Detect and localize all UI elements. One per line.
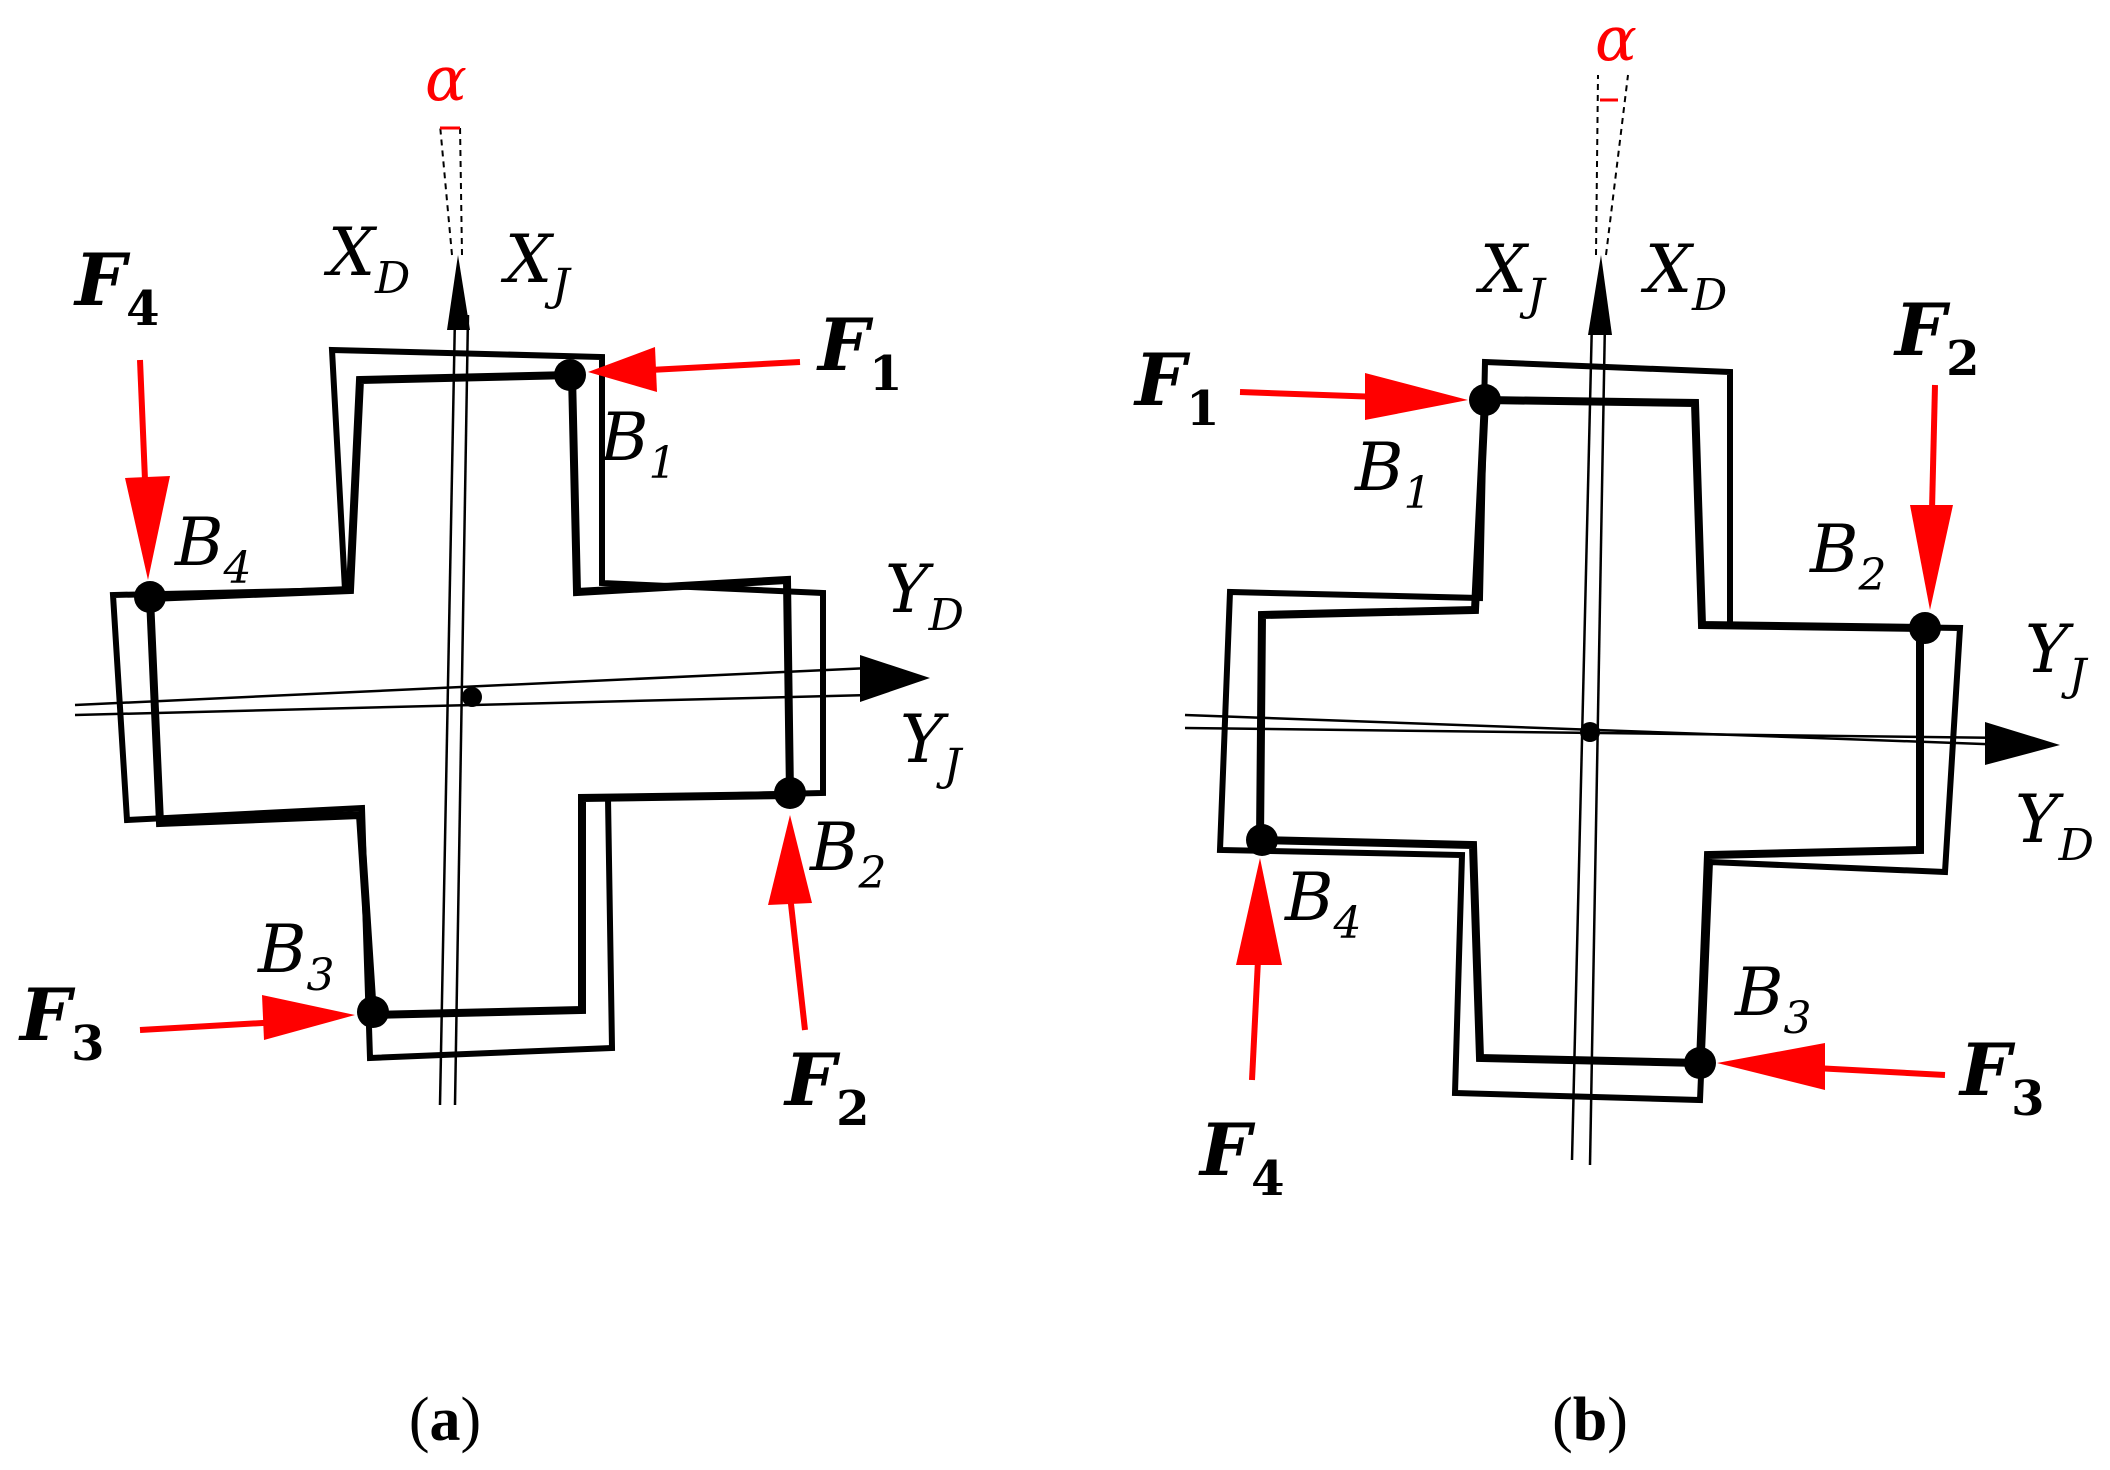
cross-outline-outer-a [109,346,826,1062]
point-b2-b [1909,612,1941,644]
force-label-f3-b: F3 [1958,1027,2045,1127]
axis-x-arrowhead-b [1588,255,1612,335]
point-b3-b [1684,1047,1716,1079]
force-arrow-f3-a [139,1019,281,1033]
forces-a [125,347,812,1040]
force-label-f4-a: F4 [73,237,160,337]
force-label-f2-a: F2 [783,1037,870,1137]
panel-b: α XJ XD YJ YD B1 B2 B3 B4 F1 F2 F3 F4 (b… [1133,2,2094,1454]
force-arrow-f1-a [649,359,801,373]
point-label-b1-b: B1 [1354,429,1432,519]
point-b3-a [357,996,389,1028]
force-label-f2-b: F2 [1893,287,1980,387]
axes-b [1184,319,2011,1166]
point-label-b2-a: B2 [809,809,887,899]
force-label-f4-b: F4 [1198,1107,1285,1207]
force-arrow-f4-b [1249,959,1261,1081]
point-label-b1-a: B1 [599,399,677,489]
point-b4-b [1246,824,1278,856]
axis-label-yj-b: YJ [2025,611,2089,701]
force-label-f1-a: F1 [816,302,903,402]
point-label-b3-a: B3 [257,911,335,1001]
point-label-b2-b: B2 [1809,511,1887,601]
alpha-lines-b [1595,74,1629,256]
axes-a [74,314,871,1106]
force-arrow-f2-b [1929,384,1938,511]
axis-y-arrowhead-b [1985,722,2060,765]
axis-label-xj-b: XJ [1475,231,1547,321]
axis-label-yj-a: YJ [900,701,964,791]
axis-x-arrowhead-a [447,255,470,330]
point-label-b3-b: B3 [1734,954,1812,1044]
force-arrow-f2-a [787,894,808,1031]
force-arrow-f3-b [1814,1065,1946,1078]
point-label-b4-a: B4 [174,504,252,594]
axis-label-xj-a: XJ [500,221,572,311]
point-label-b4-b: B4 [1284,859,1362,949]
alpha-label-b: α [1595,2,1637,75]
force-arrow-f1-b [1239,389,1381,400]
axis-label-yd-a: YD [885,551,964,641]
point-b1-b [1469,384,1501,416]
axis-label-yd-b: YD [2015,781,2094,871]
forces-b [1236,373,1953,1090]
axis-label-xd-b: XD [1640,231,1727,321]
point-b4-a [134,581,166,613]
force-arrow-f4-a [137,359,148,481]
origin-dot-b [1580,722,1600,742]
caption-b: (b) [1552,1386,1628,1454]
origin-dot-a [462,687,482,707]
alpha-label-a: α [425,42,467,115]
panel-a: α XD XJ YD YJ B1 B2 B3 B4 F1 F2 F3 F4 (a… [18,42,964,1454]
axis-y-arrowhead-a [860,655,930,702]
caption-a: (a) [409,1386,481,1454]
point-b1-a [554,359,586,391]
point-b2-a [774,777,806,809]
force-label-f1-b: F1 [1133,337,1220,437]
force-label-f3-a: F3 [18,972,105,1072]
axis-label-xd-a: XD [323,214,410,304]
alpha-lines-a [439,124,463,256]
